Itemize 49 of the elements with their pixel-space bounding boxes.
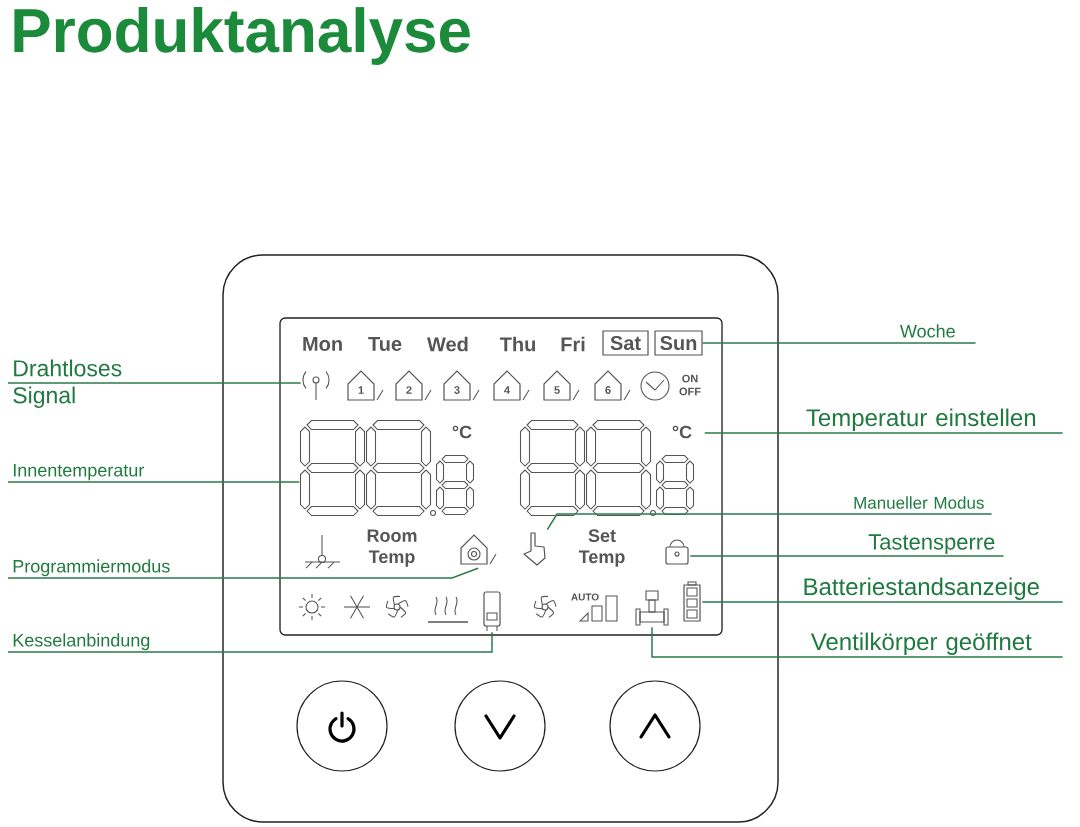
weekday-label: Mon (303, 337, 342, 351)
display-text: Set Temp (578, 529, 625, 567)
display-text: Room Temp (367, 529, 417, 567)
boiler-icon (483, 591, 501, 632)
callout-label: Programmiermodus (13, 559, 170, 577)
signal-icon (302, 371, 330, 401)
callout-label: Manueller Modus (854, 496, 984, 509)
leader-line (689, 555, 1005, 557)
title: Produktanalyse (14, 7, 470, 65)
callout-label: Innentemperatur (13, 464, 145, 481)
house-icon (460, 534, 497, 565)
callout-label: Ventilkörper geöffnet (810, 632, 1032, 655)
weekday-label: Fri (561, 336, 585, 352)
leader-line (7, 382, 302, 384)
house-number: 3 (454, 386, 460, 394)
on-off-label: ON OFF (679, 374, 701, 396)
lock-icon (665, 539, 689, 565)
house-number: 4 (504, 386, 510, 394)
auto-label: AUTO (571, 593, 599, 601)
callout-label: Temperatur einstellen (806, 408, 1036, 431)
callout-label: Kesselanbindung (13, 633, 150, 651)
leader-line (701, 342, 977, 344)
seven-segment-display (299, 419, 475, 517)
leader-line (7, 631, 493, 653)
leader-line (546, 513, 993, 531)
leader-line (7, 481, 300, 483)
weekday-label: Thu (499, 336, 535, 352)
hand-icon (523, 532, 546, 566)
weekday-box: Sun (654, 330, 703, 356)
seven-segment-display (519, 419, 695, 517)
unit-label: °C (452, 425, 472, 439)
unit-label: °C (672, 425, 692, 439)
leader-line (701, 601, 1064, 603)
callout-label: Batteriestandsanzeige (804, 577, 1039, 600)
callout-label: Tastensperre (868, 534, 995, 554)
battery-icon (683, 581, 701, 622)
weekday-label: Wed (427, 336, 468, 352)
leader-line (704, 432, 1064, 434)
callout-label: Woche (900, 324, 955, 338)
weekday-label: Tue (368, 337, 402, 351)
house-number: 1 (358, 386, 364, 394)
house-number: 5 (554, 386, 560, 394)
house-number: 6 (605, 386, 611, 394)
valve-icon (635, 590, 669, 626)
callout-label: Drahtloses Signal (13, 359, 122, 408)
leader-line (7, 567, 479, 579)
weekday-box: Sat (602, 330, 649, 356)
leader-line (651, 626, 1064, 658)
house-number: 2 (406, 386, 412, 394)
